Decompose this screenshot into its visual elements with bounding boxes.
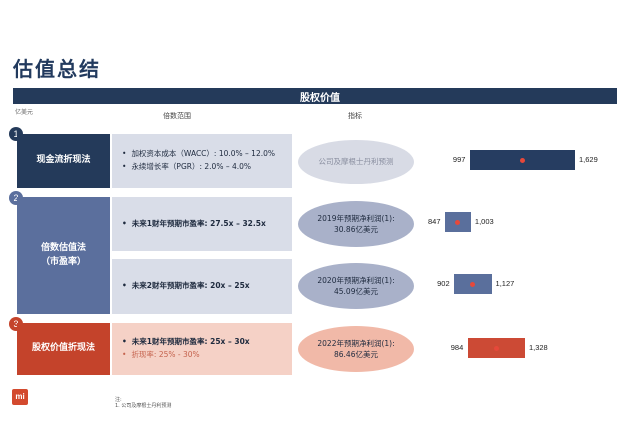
metric-text: 86.46亿美元 (334, 350, 378, 359)
detail-item: 未来2财年预期市盈率: 20x – 25x (122, 280, 282, 293)
detail-item: 折现率: 25% - 30% (122, 349, 282, 362)
method-label: 股权价值折现法 (31, 343, 95, 354)
metric-text: 45.09亿美元 (334, 287, 378, 296)
range-low-label: 902 (437, 279, 450, 288)
page-title: 估值总结 (13, 57, 101, 81)
footnote-label: 注: (115, 397, 122, 403)
footnote-text: 1. 公司及摩根士丹利预测 (115, 403, 172, 409)
detail-box-pe-fy1: 未来1财年预期市盈率: 27.5x – 32.5x (112, 197, 292, 251)
method-multiples: 倍数估值法 （市盈率） (17, 197, 110, 314)
metric-text: 2019年预期净利润(1): (317, 213, 395, 223)
range-low-label: 847 (428, 217, 441, 226)
method-label: 倍数估值法 (40, 243, 86, 253)
range-midpoint-dot (493, 345, 499, 351)
col-header-metric: 指标 (348, 112, 362, 120)
col-header-range: 倍数范围 (163, 112, 191, 120)
range-midpoint-dot (455, 219, 461, 225)
metric-pill-2020: 2020年预期净利润(1): 45.09亿美元 (298, 263, 414, 309)
mi-logo: mi (12, 389, 28, 405)
unit-label: 亿美元 (15, 109, 34, 116)
range-high-label: 1,328 (528, 343, 548, 352)
metric-text: 2020年预期净利润(1): (317, 275, 395, 285)
metric-pill-dcf: 公司及摩根士丹利预测 (298, 140, 414, 184)
metric-text: 公司及摩根士丹利预测 (318, 157, 394, 167)
method-label: 现金流折现法 (36, 155, 91, 166)
detail-item: 加权资本成本（WACC）: 10.0% – 12.0% (122, 148, 282, 161)
detail-item: 永续增长率（PGR）: 2.0% – 4.0% (122, 161, 282, 174)
metric-pill-2022: 2022年预期净利润(1): 86.46亿美元 (298, 326, 414, 372)
header-bar (13, 88, 617, 104)
detail-box-pe-fy2: 未来2财年预期市盈率: 20x – 25x (112, 259, 292, 314)
header-label: 股权价值 (300, 93, 340, 104)
method-equity-dcf: 股权价值折现法 (17, 323, 110, 375)
range-low-label: 997 (452, 155, 466, 164)
detail-box-dcf: 加权资本成本（WACC）: 10.0% – 12.0% 永续增长率（PGR）: … (112, 134, 292, 188)
range-high-label: 1,003 (474, 217, 494, 226)
metric-text: 2022年预期净利润(1): (317, 338, 395, 348)
method-dcf: 现金流折现法 (17, 134, 110, 188)
detail-box-equity-dcf: 未来1财年预期市盈率: 25x – 30x 折现率: 25% - 30% (112, 323, 292, 375)
range-low-label: 984 (450, 343, 464, 352)
metric-pill-2019: 2019年预期净利润(1): 30.86亿美元 (298, 201, 414, 247)
range-midpoint-dot (470, 281, 476, 287)
method-label: （市盈率） (40, 256, 86, 267)
range-midpoint-dot (519, 157, 525, 163)
metric-text: 30.86亿美元 (334, 225, 378, 234)
range-high-label: 1,629 (579, 155, 598, 164)
detail-item: 未来1财年预期市盈率: 27.5x – 32.5x (122, 218, 282, 231)
range-high-label: 1,127 (495, 279, 515, 288)
detail-item: 未来1财年预期市盈率: 25x – 30x (122, 336, 282, 349)
